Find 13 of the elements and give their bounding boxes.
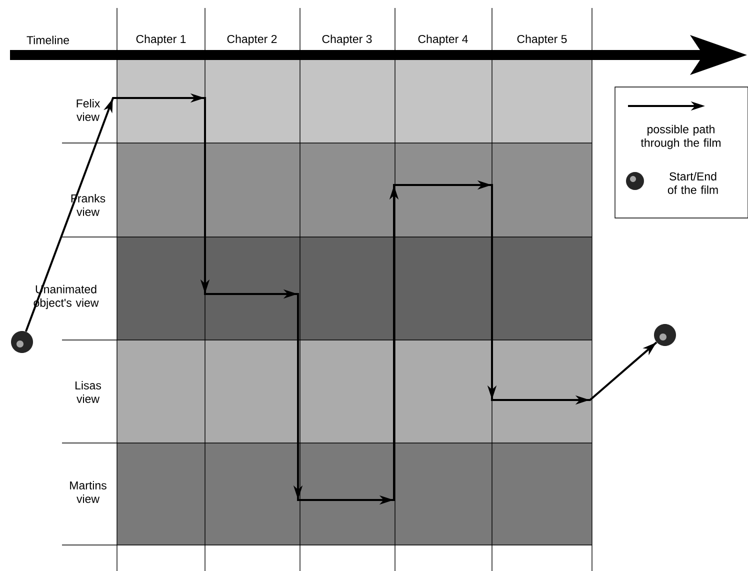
column-header: Chapter 5 [517, 34, 567, 46]
ball [11, 331, 33, 353]
row-header: Lisas view [76, 381, 101, 403]
column-header: Chapter 1 [136, 34, 186, 46]
axis-label: Timeline [26, 36, 69, 44]
ball [654, 324, 676, 346]
legend-text: Start/End of the film [668, 172, 718, 194]
row-header: Felix view [76, 99, 100, 121]
column-header: Chapter 3 [322, 34, 372, 46]
column-header: Chapter 2 [227, 34, 277, 46]
legend-text: possible path through the film [640, 124, 720, 150]
column-header: Chapter 4 [418, 34, 468, 46]
row-header: Martins view [70, 481, 106, 503]
